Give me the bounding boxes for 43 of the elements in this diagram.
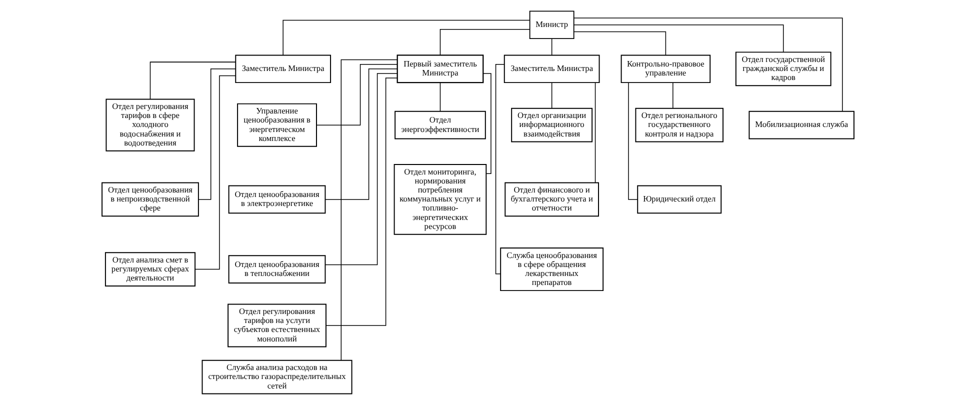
node-box: Отдел ценообразования в теплоснабжении	[228, 255, 326, 284]
node-box: Отдел регулирования тарифов в сфере холодного водоснабжения и водоотведения	[106, 98, 195, 152]
connector	[340, 59, 398, 361]
node-box: Отдел регионального государственного контроля и надзора	[635, 108, 724, 142]
node-box: Первый заместитель Министра	[396, 54, 484, 84]
node-box: Мобилизационная служба	[748, 110, 854, 140]
node-box: Юридический отдел	[637, 185, 722, 214]
node-box: Отдел государственной гражданской службы и кадров	[735, 52, 832, 86]
node-box: Отдел мониторинга, нормирования потребления коммунальных услуг и топливно-энергетических ресурсов	[394, 164, 487, 235]
connector	[440, 29, 530, 56]
node-box: Заместитель Министра	[504, 54, 600, 84]
connector	[194, 75, 236, 270]
connector	[628, 82, 638, 200]
node-box: Министр	[529, 10, 574, 39]
connector	[495, 64, 505, 274]
node-box: Отдел ценообразования в непроизводственной сфере	[102, 182, 199, 217]
connector	[672, 82, 674, 109]
node-box: Заместитель Министра	[235, 54, 332, 84]
connector	[282, 20, 530, 56]
node-box: Отдел регулирования тарифов на услуги субъектов естественных монополий	[228, 304, 326, 348]
connector	[326, 78, 398, 326]
connector	[574, 31, 666, 56]
connector	[325, 73, 398, 266]
connector	[574, 18, 843, 112]
node-box: Служба анализа расходов на строительство газораспределительных сетей	[202, 360, 352, 394]
node-box: Отдел энергоэффективности	[394, 110, 486, 140]
connector	[150, 62, 236, 100]
connector	[440, 82, 441, 112]
node-box: Отдел финансового и бухгалтерского учета и отчетности	[504, 182, 599, 217]
connector	[324, 68, 398, 200]
connector	[551, 38, 552, 56]
node-box: Отдел анализа смет в регулируемых сферах деятельности	[104, 252, 196, 286]
connector	[594, 82, 596, 184]
connector	[198, 68, 236, 200]
node-box: Отдел организации информационного взаимодействия	[511, 108, 593, 142]
node-box: Отдел ценообразования в электроэнергетике	[228, 185, 326, 214]
connector	[574, 24, 784, 52]
node-box: Служба ценообразования в сфере обращения лекарственных препаратов	[500, 248, 604, 292]
connector	[551, 82, 552, 109]
node-box: Контрольно-правовое управление	[620, 54, 711, 84]
node-box: Управление ценообразования в энергетическом комплексе	[237, 103, 317, 147]
connector	[482, 73, 492, 174]
connector	[316, 64, 398, 126]
